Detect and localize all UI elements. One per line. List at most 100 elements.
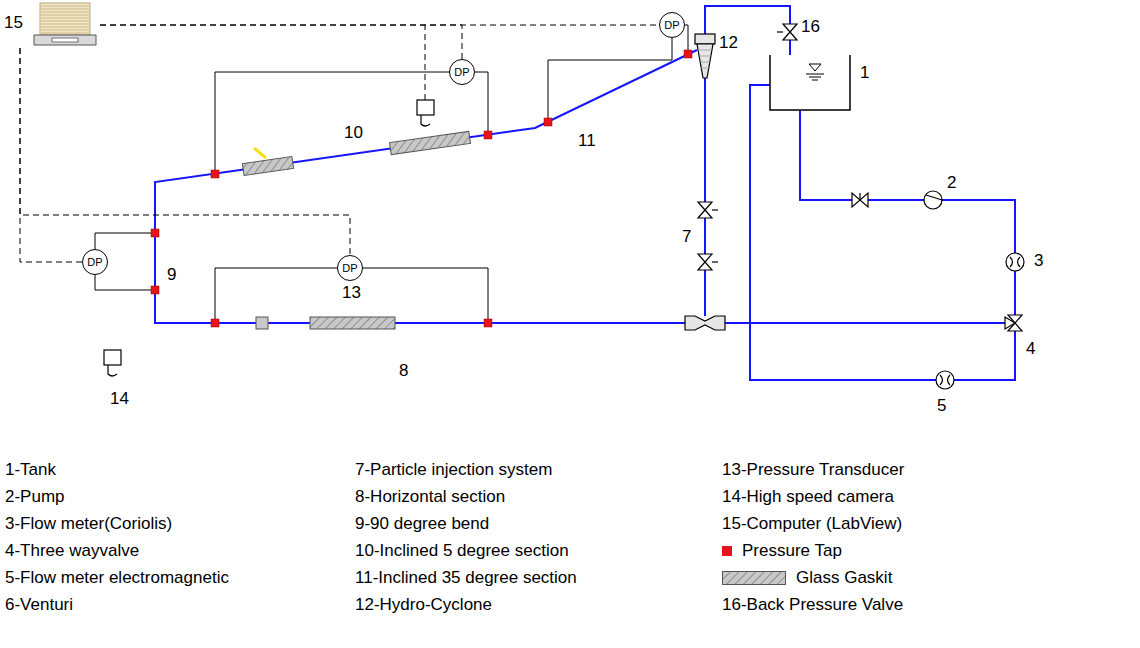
callout-number: 13 bbox=[342, 284, 361, 302]
bypass-pipe bbox=[750, 85, 1015, 380]
callout-number: 1 bbox=[860, 64, 869, 82]
callout-number: 5 bbox=[937, 397, 946, 415]
legend-text: 8-Horizontal section bbox=[355, 487, 505, 507]
signal-line bbox=[20, 48, 82, 262]
pipe-lines bbox=[155, 6, 1015, 380]
signal-line bbox=[20, 48, 350, 255]
legend-entry: 1-Tank bbox=[5, 460, 56, 480]
supply-pipe bbox=[800, 110, 1015, 323]
legend-text: 9-90 degree bend bbox=[355, 514, 489, 534]
legend-text: 3-Flow meter(Coriolis) bbox=[5, 514, 172, 534]
back-pressure-valve bbox=[783, 24, 797, 40]
legend-text: Glass Gaskit bbox=[796, 568, 892, 588]
legend-swatch bbox=[722, 546, 732, 556]
paper-line bbox=[41, 15, 89, 16]
legend-entry: 9-90 degree bend bbox=[355, 514, 489, 534]
pressure-taps bbox=[151, 50, 692, 327]
glass-gasket-sample bbox=[722, 571, 786, 585]
computer-icon bbox=[32, 2, 98, 48]
callout-number: 14 bbox=[110, 390, 129, 408]
legend-entry: 10-Inclined 5 degree section bbox=[355, 541, 569, 561]
glass-gaskets bbox=[242, 131, 470, 329]
legend-entry: 4-Three wayvalve bbox=[5, 541, 139, 561]
injection-valve bbox=[698, 254, 712, 270]
legend-text: 16-Back Pressure Valve bbox=[722, 595, 903, 615]
paper-line bbox=[41, 21, 89, 22]
pump-mark bbox=[926, 195, 942, 200]
legend-entry: Pressure Tap bbox=[722, 541, 842, 561]
legend-entry: 8-Horizontal section bbox=[355, 487, 505, 507]
transducer-label: DP bbox=[664, 20, 679, 31]
glass-gasket-sample bbox=[723, 572, 786, 585]
pipe-coupling bbox=[256, 317, 268, 329]
legend-text: 7-Particle injection system bbox=[355, 460, 552, 480]
legend-entry: 11-Inclined 35 degree section bbox=[355, 568, 577, 588]
legend-text: 11-Inclined 35 degree section bbox=[355, 568, 577, 588]
legend-entry: 12-Hydro-Cyclone bbox=[355, 595, 492, 615]
legend-text: 4-Three wayvalve bbox=[5, 541, 139, 561]
pressure-transducer: DP bbox=[659, 12, 685, 38]
legend-entry: 15-Computer (LabView) bbox=[722, 514, 902, 534]
pump bbox=[924, 191, 942, 209]
legend-text: Pressure Tap bbox=[742, 541, 842, 561]
legend-text: 2-Pump bbox=[5, 487, 65, 507]
callout-number: 11 bbox=[578, 132, 596, 150]
flow-meter-mark bbox=[1010, 257, 1020, 267]
legend-text: 1-Tank bbox=[5, 460, 56, 480]
signal-line bbox=[425, 25, 426, 100]
pressure-transducer: DP bbox=[82, 249, 108, 275]
legend-text: 12-Hydro-Cyclone bbox=[355, 595, 492, 615]
transducer-label: DP bbox=[454, 67, 469, 78]
legend-text: 10-Inclined 5 degree section bbox=[355, 541, 569, 561]
glass-gasket bbox=[390, 131, 471, 154]
test-pipe bbox=[155, 50, 1015, 323]
callout-number: 9 bbox=[167, 266, 176, 284]
callout-number: 8 bbox=[399, 362, 408, 380]
legend-entry: 14-High speed camera bbox=[722, 487, 894, 507]
water-level-symbol bbox=[806, 64, 824, 80]
legend-entry: 5-Flow meter electromagnetic bbox=[5, 568, 229, 588]
paper-stack bbox=[40, 3, 90, 35]
callout-number: 7 bbox=[682, 228, 691, 246]
callout-number: 2 bbox=[947, 174, 956, 192]
flow-meter-mark bbox=[940, 375, 950, 385]
legend-text: 13-Pressure Transducer bbox=[722, 460, 904, 480]
paper-line bbox=[41, 18, 89, 19]
legend-text: 5-Flow meter electromagnetic bbox=[5, 568, 229, 588]
signal-line bbox=[100, 25, 462, 59]
callout-number: 16 bbox=[801, 18, 820, 36]
legend-entry: 6-Venturi bbox=[5, 595, 73, 615]
three-way-valve-port bbox=[1005, 317, 1015, 329]
yellow-marker bbox=[254, 148, 266, 158]
paper-line bbox=[41, 33, 89, 34]
paper-line bbox=[41, 27, 89, 28]
paper-line bbox=[41, 30, 89, 31]
paper-line bbox=[41, 9, 89, 10]
electromagnetic-flow-meter bbox=[936, 371, 954, 389]
glass-gasket bbox=[310, 317, 395, 329]
legend-entry: 16-Back Pressure Valve bbox=[722, 595, 903, 615]
high-speed-camera bbox=[417, 100, 434, 126]
callout-number: 10 bbox=[344, 124, 363, 142]
injection-pipe bbox=[704, 78, 706, 316]
callout-number: 4 bbox=[1026, 340, 1035, 358]
paper-line bbox=[41, 6, 89, 7]
tank-outlet-valve bbox=[852, 193, 868, 207]
legend-entry: 3-Flow meter(Coriolis) bbox=[5, 514, 172, 534]
paper-line bbox=[41, 12, 89, 13]
legend-entry: Glass Gaskit bbox=[722, 568, 892, 588]
signal-line bbox=[100, 25, 659, 26]
computer-base bbox=[34, 35, 96, 45]
hydro-cyclone bbox=[695, 34, 715, 78]
legend-entry: 13-Pressure Transducer bbox=[722, 460, 904, 480]
pressure-transducer: DP bbox=[337, 255, 363, 281]
legend-text: 15-Computer (LabView) bbox=[722, 514, 902, 534]
glass-gasket bbox=[242, 157, 293, 176]
callout-number: 3 bbox=[1034, 252, 1043, 270]
tank bbox=[770, 55, 850, 110]
transducer-label: DP bbox=[87, 257, 102, 268]
legend-entry: 2-Pump bbox=[5, 487, 65, 507]
